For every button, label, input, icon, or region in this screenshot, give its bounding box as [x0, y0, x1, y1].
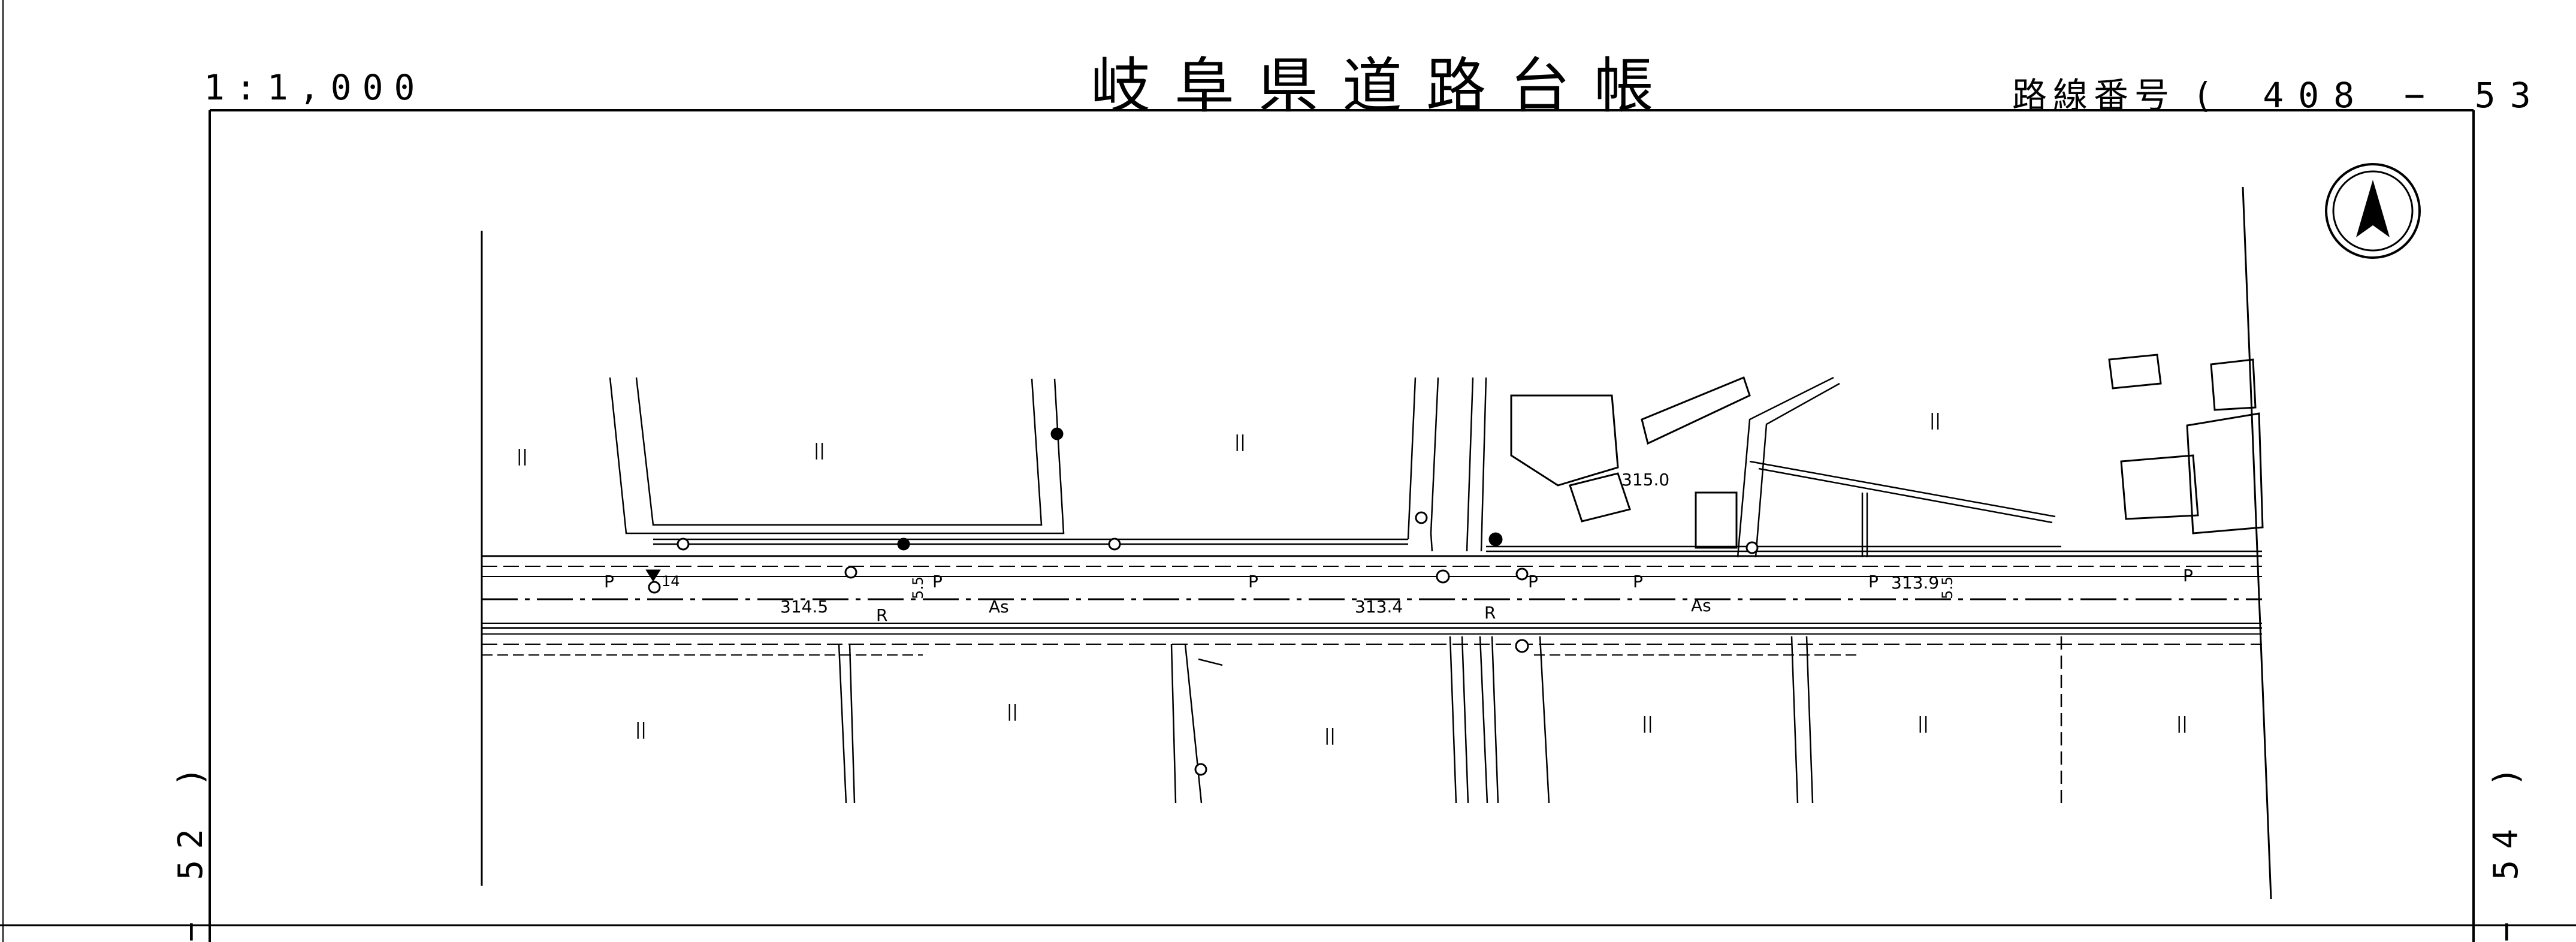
route-number: ( 408 − 53 ): [2192, 75, 2576, 116]
pavement-label: As: [1691, 596, 1711, 615]
width-label: 5.5: [1939, 576, 1956, 599]
width-label: 5.5: [910, 576, 926, 599]
land-use-symbol: ||: [1929, 410, 1941, 430]
land-use-symbol: ||: [517, 446, 528, 466]
road-label: P: [932, 572, 943, 591]
north-arrow-icon: [2325, 163, 2421, 259]
land-use-symbol: ||: [1324, 725, 1336, 745]
land-use-symbol: ||: [635, 719, 647, 739]
map-markers: [645, 427, 1759, 776]
survey-boundary: [481, 186, 2272, 899]
land-use-symbol: ||: [1234, 431, 1246, 451]
elevation-label: 314.5: [780, 597, 828, 617]
land-use-symbol: ||: [814, 440, 825, 460]
land-use-symbol: ||: [1917, 713, 1929, 733]
road-label: R: [876, 605, 887, 625]
road-corridor: [482, 555, 2262, 656]
road-label: P: [1868, 572, 1879, 591]
pavement-label: As: [989, 597, 1009, 617]
map-labels: P P P P P P P As As R R 314.5 313.4 313.…: [517, 410, 2193, 745]
route-prefix: 路線番号: [2012, 75, 2176, 116]
land-use-symbol: ||: [2176, 713, 2188, 733]
road-label: P: [2183, 566, 2193, 585]
elevation-label: 313.4: [1355, 597, 1403, 617]
road-label: P: [1633, 572, 1643, 591]
road-label: R: [1484, 603, 1496, 623]
road-label: P: [1528, 572, 1538, 591]
land-use-symbol: ||: [1007, 701, 1018, 721]
marker-label: 14: [662, 573, 680, 590]
north-walls: [609, 376, 2262, 558]
map-scale: 1:1,000: [204, 67, 426, 108]
route-number-label: 路線番号 ( 408 − 53 ): [2012, 67, 2576, 117]
land-use-symbol: ||: [1642, 713, 1653, 733]
south-walls: [838, 636, 2062, 804]
road-label: P: [1248, 572, 1258, 591]
elevation-label: 315.0: [1621, 470, 1669, 490]
buildings: [1510, 354, 2264, 549]
road-label: P: [604, 572, 614, 591]
elevation-label: 313.9: [1891, 573, 1939, 593]
